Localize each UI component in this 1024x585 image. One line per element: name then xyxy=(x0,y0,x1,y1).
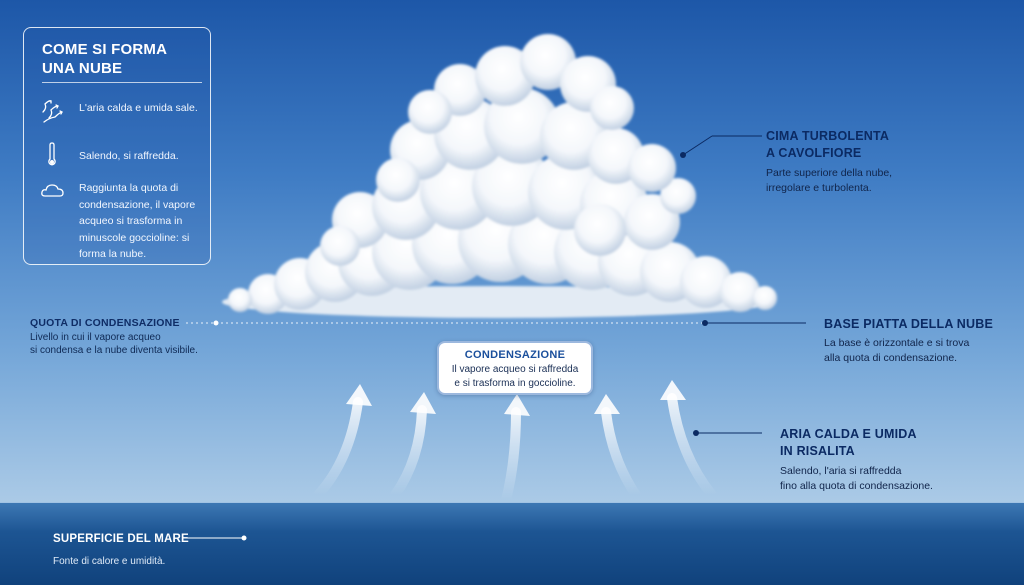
label-title: CIMA TURBOLENTA A CAVOLFIORE xyxy=(766,129,890,160)
leader-dot xyxy=(680,152,686,158)
label-title: ARIA CALDA E UMIDA IN RISALITA xyxy=(780,427,917,458)
panel-title: COME SI FORMA UNA NUBE xyxy=(42,41,167,77)
leader-line xyxy=(682,135,713,156)
label-description: Fonte di calore e umidità. xyxy=(53,556,166,567)
label-description: Salendo, l'aria si raffredda fino alla q… xyxy=(780,465,933,492)
rising-arrow xyxy=(313,397,363,500)
condensation-callout: CONDENSAZIONE Il vapore acqueo si raffre… xyxy=(437,341,593,395)
callout-description: Il vapore acqueo si raffredda e si trasf… xyxy=(451,364,579,389)
rising-arrow xyxy=(501,407,521,505)
rising-air-icon xyxy=(42,100,63,123)
sea-surface xyxy=(0,503,1024,585)
rising-arrow xyxy=(601,407,641,500)
label-title: QUOTA DI CONDENSAZIONE xyxy=(30,317,180,329)
label-description: La base è orizzontale e si trova alla qu… xyxy=(824,337,970,364)
step-text: Salendo, si raffredda. xyxy=(79,150,179,162)
label-aria-calda: ARIA CALDA E UMIDA IN RISALITA Salendo, … xyxy=(780,426,980,494)
label-superficie-mare: SUPERFICIE DEL MARE Fonte di calore e um… xyxy=(53,531,253,569)
rising-arrow xyxy=(667,393,717,500)
leader-dot xyxy=(213,320,219,326)
label-description: Livello in cui il vapore acqueo si conde… xyxy=(30,332,198,356)
rising-arrowhead xyxy=(346,384,372,406)
step-text: L'aria calda e umida sale. xyxy=(79,102,198,114)
step-text: Raggiunta la quota di condensazione, il … xyxy=(79,182,196,260)
label-cima-turbolenta: CIMA TURBOLENTA A CAVOLFIORE Parte super… xyxy=(766,128,966,196)
cloud-icon xyxy=(41,184,64,197)
info-panel: COME SI FORMA UNA NUBE L'aria calda e um… xyxy=(23,27,211,265)
rising-air-arrows xyxy=(313,393,717,505)
rising-arrowhead xyxy=(660,380,686,400)
rising-arrowhead xyxy=(594,394,620,414)
thermometer-icon xyxy=(48,142,56,166)
rising-arrow xyxy=(390,405,427,500)
callout-title: CONDENSAZIONE xyxy=(464,349,566,361)
label-quota-condensazione: QUOTA DI CONDENSAZIONE Livello in cui il… xyxy=(30,316,230,357)
leader-dot xyxy=(241,535,247,541)
panel-divider xyxy=(42,82,202,83)
label-base-piatta: BASE PIATTA DELLA NUBE La base è orizzon… xyxy=(824,316,1019,366)
label-description: Parte superiore della nube, irregolare e… xyxy=(766,167,893,194)
label-title: BASE PIATTA DELLA NUBE xyxy=(824,317,993,331)
label-title: SUPERFICIE DEL MARE xyxy=(53,533,189,545)
rising-arrowhead xyxy=(410,392,436,414)
rising-arrowhead xyxy=(504,394,530,416)
cumulus-cloud xyxy=(222,34,777,318)
